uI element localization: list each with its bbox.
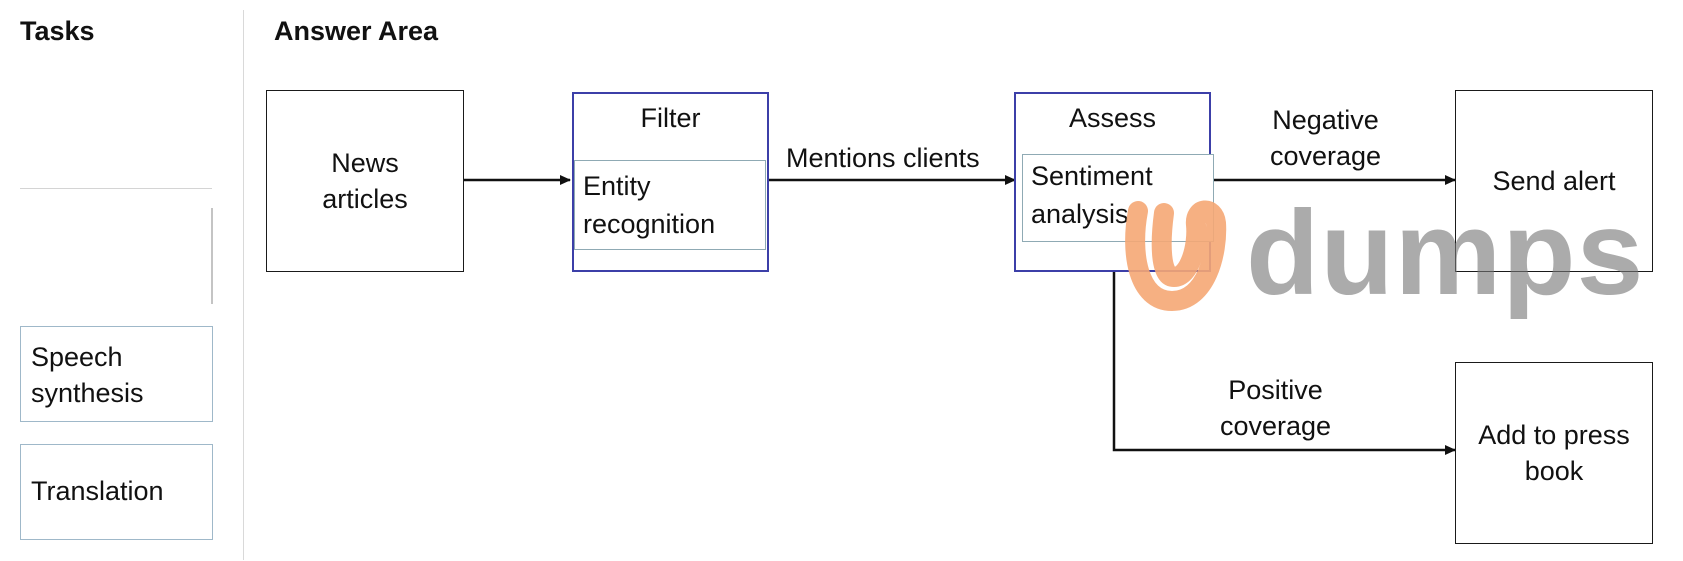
tasks-divider (20, 188, 212, 189)
node-label: Send alert (1492, 166, 1616, 196)
arrow-assess-to-press-book (1112, 270, 1456, 455)
filter-stage-title: Filter (640, 103, 701, 133)
assess-drop-slot[interactable]: Sentiment analysis (1022, 154, 1214, 242)
slot-label: analysis (1031, 199, 1129, 229)
assess-stage-title: Assess (1068, 103, 1157, 133)
task-card-label: Translation (31, 476, 164, 506)
node-label: book (1524, 456, 1584, 486)
task-card-label: synthesis (31, 378, 144, 408)
task-card-translation[interactable]: Translation (20, 444, 213, 540)
negative-coverage-label: Negative coverage (1270, 102, 1381, 174)
edge-label-line: Negative (1272, 105, 1379, 135)
node-label: News (331, 148, 399, 178)
answer-area-heading: Answer Area (274, 16, 439, 46)
mentions-clients-label: Mentions clients (786, 143, 980, 173)
filter-drop-slot[interactable]: Entity recognition (574, 160, 766, 250)
assess-stage: Assess Sentiment analysis (1014, 92, 1214, 272)
task-card-label: Speech (31, 342, 123, 372)
node-label: articles (322, 184, 408, 214)
news-articles-node: News articles (266, 90, 464, 272)
node-label: Add to press (1478, 420, 1630, 450)
slot-label: Entity (583, 171, 651, 201)
task-card-speech-synthesis[interactable]: Speech synthesis (20, 326, 213, 422)
edge-label-line: coverage (1220, 411, 1332, 441)
edge-label-line: Positive (1228, 375, 1323, 405)
empty-task-slot (211, 208, 213, 304)
slot-label: Sentiment (1031, 161, 1153, 191)
press-book-node: Add to press book (1455, 362, 1653, 544)
positive-coverage-label: Positive coverage (1220, 372, 1331, 444)
slot-label: recognition (583, 209, 716, 239)
send-alert-node: Send alert (1455, 90, 1653, 272)
edge-label-line: coverage (1270, 141, 1382, 171)
filter-stage: Filter Entity recognition (572, 92, 769, 272)
tasks-heading: Tasks (20, 16, 95, 46)
pane-divider (243, 10, 244, 560)
